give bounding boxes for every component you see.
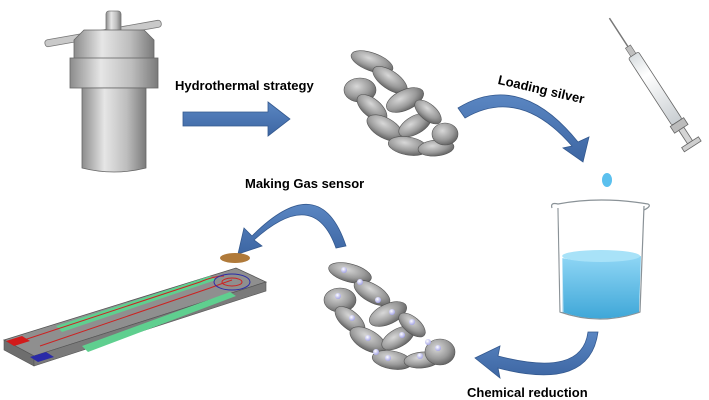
beaker-icon <box>551 199 650 320</box>
chemical-reduction-label: Chemical reduction <box>467 385 588 400</box>
gas-sensor-chip-icon <box>2 267 268 367</box>
syringe-icon <box>608 17 702 153</box>
making-sensor-arrow <box>237 203 347 255</box>
silver-loaded-cluster-icon <box>323 262 456 370</box>
silver-droplet-icon <box>602 173 612 187</box>
nanoparticle-cluster-icon <box>343 50 459 157</box>
chemical-reduction-arrow <box>474 331 599 379</box>
loading-silver-arrow <box>457 94 590 163</box>
making-gas-sensor-label: Making Gas sensor <box>245 176 365 191</box>
autoclave-icon <box>44 10 162 173</box>
hydrothermal-arrow <box>182 101 291 137</box>
sensing-material-icon <box>220 253 250 263</box>
hydrothermal-strategy-label: Hydrothermal strategy <box>175 78 314 93</box>
